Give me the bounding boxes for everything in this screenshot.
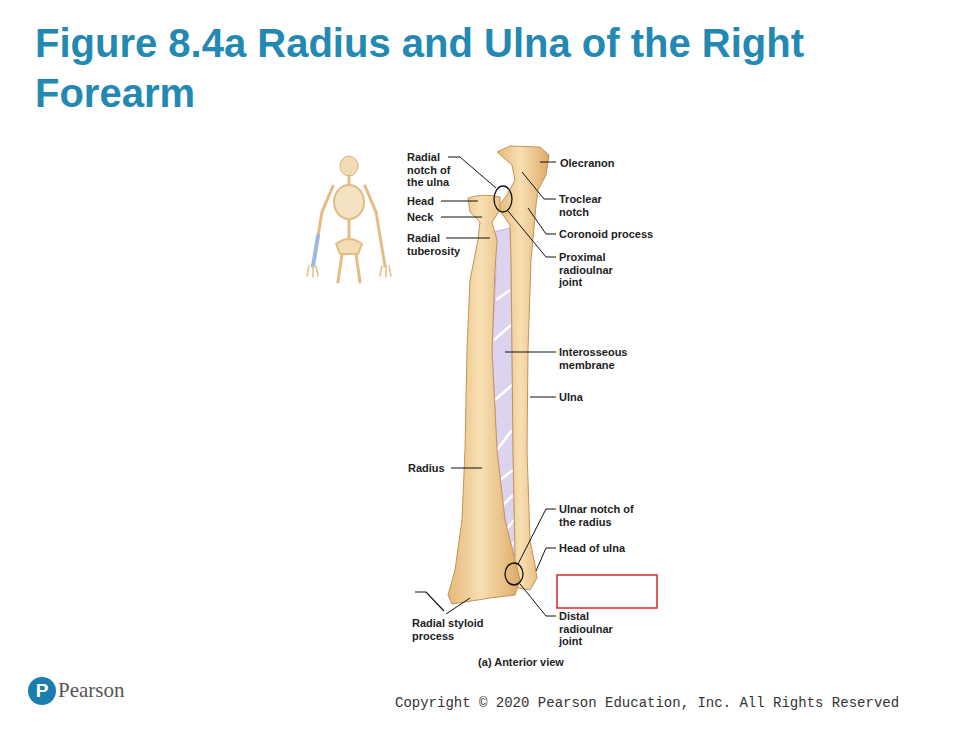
part-label: Olecranon: [560, 157, 640, 170]
part-label: Radial tuberosity: [407, 232, 473, 257]
proximal-joint-ring: [494, 186, 512, 212]
part-label: Radial notch of the ulna: [407, 151, 462, 189]
part-label: Radial styloid process: [412, 617, 500, 642]
skeleton-thumbnail: [307, 156, 391, 282]
part-label: Distal radioulnar joint: [559, 610, 624, 648]
part-label: Radius: [408, 462, 458, 475]
leader-lines: [415, 157, 556, 616]
part-label: Interosseous membrane: [559, 346, 647, 371]
logo-letter: P: [28, 680, 56, 702]
view-caption: (a) Anterior view: [421, 656, 621, 668]
figure-title: Figure 8.4a Radius and Ulna of the Right…: [35, 18, 835, 118]
part-label: Head: [407, 195, 447, 208]
distal-joint-ring: [505, 563, 523, 585]
part-label: Head of ulna: [559, 542, 649, 555]
part-label: Neck: [407, 211, 447, 224]
part-label: Ulna: [559, 391, 599, 404]
logo-circle: [28, 677, 56, 705]
part-label: Ulnar notch of the radius: [559, 503, 635, 528]
part-label: Troclear notch: [559, 193, 619, 218]
radius-bone: [448, 195, 520, 604]
publisher-name: Pearson: [58, 677, 168, 703]
part-label: Coronoid process: [559, 228, 679, 241]
part-label: Proximal radioulnar joint: [559, 251, 629, 289]
answer-box: [557, 575, 657, 608]
copyright-note: Copyright © 2020 Pearson Education, Inc.…: [395, 694, 955, 712]
